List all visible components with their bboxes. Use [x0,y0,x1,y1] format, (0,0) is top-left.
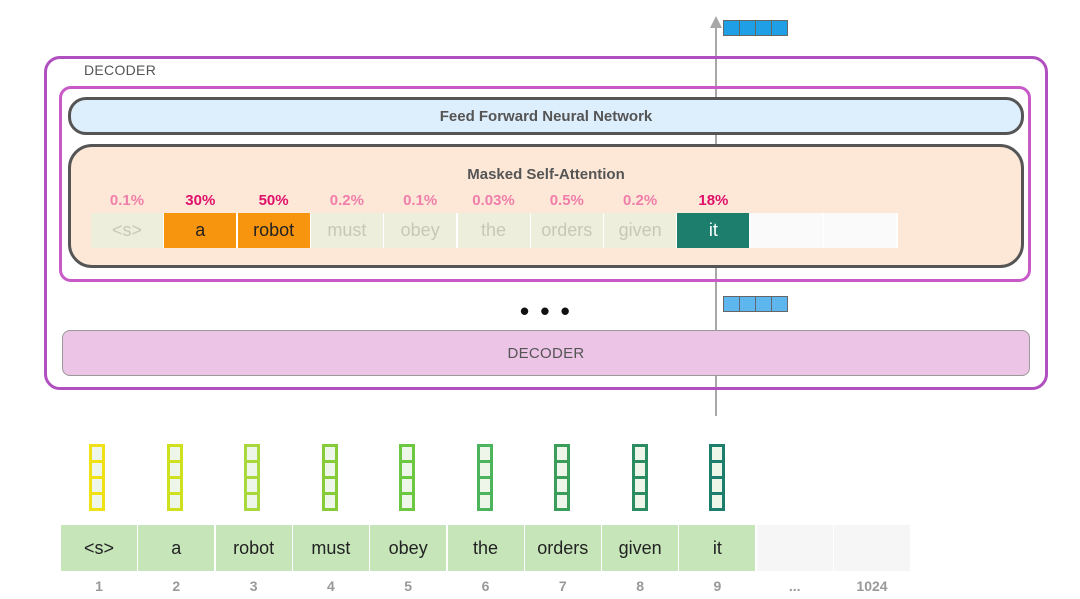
vector-cell [476,492,493,511]
position-index: ... [788,578,801,594]
attention-token: it [677,213,752,248]
attention-percent: 30% [185,192,216,209]
position-index: 2 [172,578,181,594]
attention-token: <s> [91,213,165,248]
attention-token [824,213,898,248]
ellipsis: • • • [520,296,572,326]
input-token: given [602,525,681,571]
attention-token: robot [237,213,312,248]
position-index: 9 [713,578,722,594]
masked-self-attention-title: Masked Self-Attention [467,166,625,183]
decoder-block-outer [44,56,1048,390]
embedding-vector [399,444,415,511]
vector-cell [739,20,756,36]
embedding-vector [244,444,260,511]
vector-cell [554,492,570,511]
attention-token: orders [530,213,605,248]
attention-percent: 50% [258,192,289,209]
attention-token: the [457,213,532,248]
attention-percent: 0.03% [472,192,515,209]
input-token [756,525,835,571]
position-index: 4 [326,578,335,594]
vector-cell [89,492,105,511]
vector-cell [244,492,260,511]
vector-cell [739,296,756,312]
output-vector [723,20,788,36]
vector-cell [709,492,725,511]
embedding-vector [554,444,570,511]
position-index: 7 [558,578,567,594]
input-token [834,525,912,571]
position-index: 5 [404,578,413,594]
vector-cell [321,492,338,511]
vector-cell [755,296,772,312]
input-token: must [292,525,371,571]
input-token: <s> [61,525,139,571]
input-token: a [138,525,217,571]
attention-percent: 0.5% [549,192,584,209]
position-index: 3 [249,578,258,594]
attention-percent: 18% [698,192,729,209]
attention-token: a [164,213,239,248]
position-index: 8 [636,578,644,594]
attention-percent: 0.2% [329,192,364,209]
embedding-vector [89,444,105,511]
attention-token: given [604,213,679,248]
vector-cell [771,20,788,36]
input-token: robot [215,525,294,571]
vector-cell [723,296,740,312]
vector-cell [771,296,788,312]
vector-cell [166,492,183,511]
attention-token: must [310,213,385,248]
embedding-vector [709,444,725,511]
attention-token [750,213,825,248]
embedding-vector [321,444,338,511]
lower-decoder-block: DECODER [62,330,1030,376]
input-token: the [447,525,526,571]
embedding-vector [631,444,648,511]
attention-percent: 0.1% [109,192,145,209]
attention-percent: 0.2% [622,192,658,209]
decoder-label: DECODER [84,62,157,78]
attention-token: obey [384,213,459,248]
output-arrow-head-icon [710,16,722,28]
decoder-block-inner [59,86,1031,282]
input-token: orders [524,525,603,571]
intermediate-vector [723,296,788,312]
embedding-vector [166,444,183,511]
input-token: it [679,525,758,571]
feed-forward-network: Feed Forward Neural Network [68,97,1024,135]
position-index: 1 [95,578,103,594]
vector-cell [755,20,772,36]
position-index: 6 [481,578,490,594]
attention-percent: 0.1% [403,192,438,209]
vector-cell [723,20,740,36]
embedding-vector [476,444,493,511]
vector-cell [631,492,648,511]
position-index: 1024 [856,578,888,594]
vector-cell [399,492,415,511]
input-token: obey [370,525,449,571]
